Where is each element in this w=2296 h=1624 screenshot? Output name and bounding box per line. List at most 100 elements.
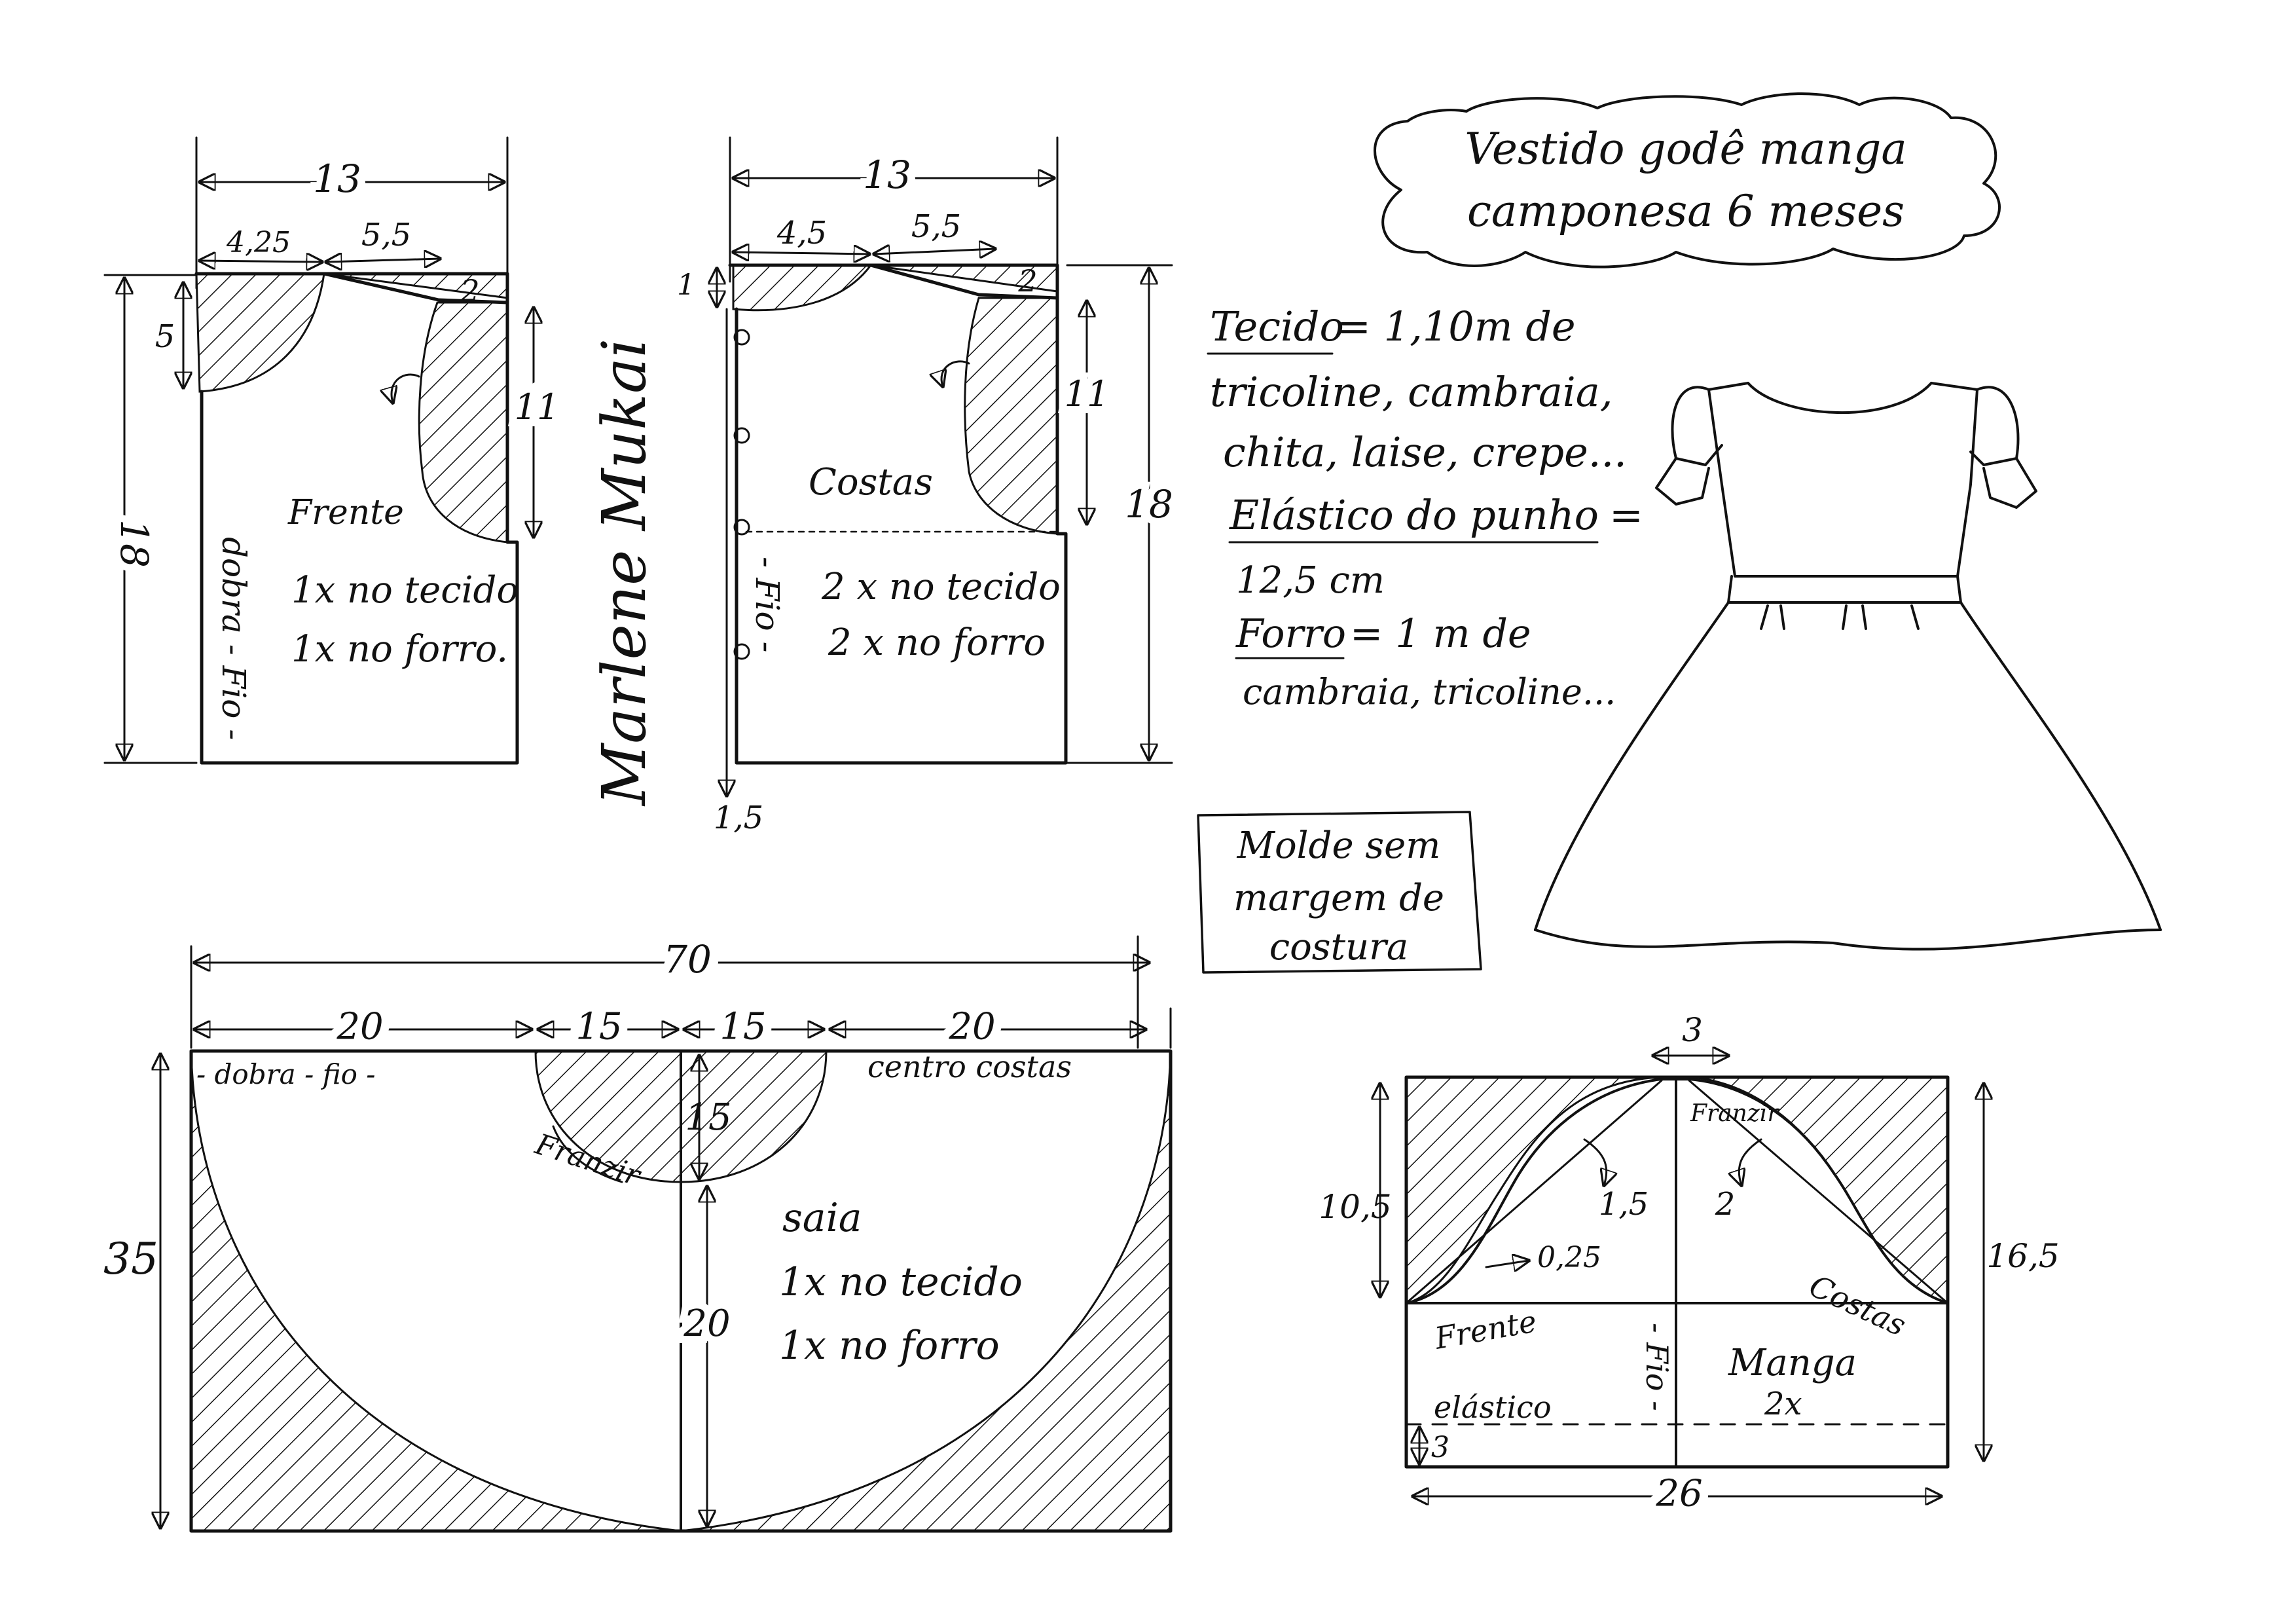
dress-left-cuff bbox=[1655, 457, 1710, 506]
front-shoulder-line bbox=[322, 272, 509, 304]
elastico-label: Elástico do punho bbox=[1229, 491, 1599, 539]
note-box: Molde sem margem de costura bbox=[1197, 811, 1482, 974]
back-name: Costas bbox=[809, 461, 933, 504]
back-armhole-label: 11 bbox=[1065, 373, 1110, 415]
front-armhole-arrow bbox=[392, 373, 420, 403]
front-width-label: 13 bbox=[313, 157, 361, 201]
sleeve-width-label: 26 bbox=[1655, 1473, 1702, 1515]
back-neck-depth-label: 1 bbox=[677, 268, 695, 302]
skirt-name: saia bbox=[782, 1195, 862, 1241]
back-armhole-hatch bbox=[964, 297, 1059, 535]
sleeve-front-label: Frente bbox=[1432, 1303, 1539, 1356]
back-shoulder-w-dim bbox=[874, 249, 995, 254]
back-extension-label: 1,5 bbox=[714, 800, 763, 836]
sleeve-grain: - Fio - bbox=[1639, 1323, 1675, 1411]
front-height-label: 18 bbox=[112, 519, 156, 568]
back-width-guides bbox=[729, 136, 1059, 283]
button-mark bbox=[733, 643, 750, 660]
skirt-fold-label: - dobra - fio - bbox=[196, 1058, 375, 1090]
dress-gathers bbox=[1760, 604, 1920, 630]
elastico-eq: = bbox=[1609, 491, 1643, 539]
skirt-right-hatch bbox=[680, 1050, 1172, 1532]
sleeve-front-low-arrow bbox=[1485, 1261, 1529, 1267]
sleeve-pattern: 3 10,5 16,5 26 26 3 Franzir 1,5 2 0,25 F… bbox=[1319, 1011, 2059, 1524]
sleeve-left-hatch bbox=[1405, 1076, 1662, 1304]
cloud-outline bbox=[1374, 92, 2001, 268]
materials-list: Tecido = 1,10m de tricoline, cambraia, c… bbox=[1207, 303, 1643, 712]
back-height-guides bbox=[1066, 264, 1173, 764]
skirt-waist-l-knock: 15 bbox=[575, 1006, 622, 1048]
skirt-total-w-label: 70 bbox=[663, 937, 712, 982]
front-width-guides bbox=[195, 136, 509, 289]
front-width-knock: 13 bbox=[313, 157, 361, 202]
tecido-line3: chita, laise, crepe... bbox=[1223, 428, 1627, 476]
back-cut2: 2 x no forro bbox=[828, 621, 1046, 664]
back-armhole-knock: 11 bbox=[1065, 373, 1110, 415]
skirt-left-hatch bbox=[190, 1050, 682, 1532]
note-line2: margem de bbox=[1233, 877, 1444, 919]
sleeve-cap-h-label: 10,5 bbox=[1319, 1188, 1391, 1226]
sleeve-name: Manga bbox=[1728, 1342, 1857, 1384]
tecido-line2: tricoline, cambraia, bbox=[1210, 368, 1613, 416]
skirt-height-label: 35 bbox=[103, 1234, 158, 1284]
signature: Marlene Mukai bbox=[589, 339, 659, 807]
dress-bodice bbox=[1707, 382, 1978, 578]
front-height-guides bbox=[103, 274, 198, 764]
sleeve-side-h-label: 16,5 bbox=[1986, 1237, 2059, 1275]
dress-right-cuff bbox=[1982, 457, 2037, 509]
back-neck-w-label: 4,5 bbox=[776, 215, 827, 251]
front-neck-depth-label: 5 bbox=[155, 318, 175, 355]
front-shoulder-w-dim bbox=[326, 259, 440, 262]
skirt-pattern: 70 70 20 20 15 15 15 15 20 20 35 15 20 2… bbox=[103, 929, 1173, 1533]
signature-text: Marlene Mukai bbox=[589, 339, 659, 807]
front-armhole-knock: 11 bbox=[515, 386, 560, 428]
dress-waistband bbox=[1727, 575, 1962, 604]
front-grain: dobra - Fio - bbox=[215, 537, 253, 740]
dress-hem bbox=[1534, 929, 2162, 951]
tecido-label: Tecido bbox=[1210, 303, 1344, 350]
title-line1: Vestido godê manga bbox=[1465, 124, 1906, 174]
skirt-cut2: 1x no forro bbox=[779, 1323, 1000, 1369]
sleeve-front-curve-arrow bbox=[1583, 1138, 1607, 1185]
back-armhole-arrow bbox=[941, 360, 970, 386]
sleeve-front-curve-label: 1,5 bbox=[1599, 1186, 1649, 1223]
back-neck-w-dim bbox=[733, 252, 869, 254]
front-cut1: 1x no tecido bbox=[291, 569, 519, 612]
back-width-label: 13 bbox=[863, 153, 911, 197]
back-height-label: 18 bbox=[1125, 482, 1173, 526]
title-line2: camponesa 6 meses bbox=[1467, 186, 1904, 236]
front-neck-w-label: 4,25 bbox=[226, 226, 291, 259]
skirt-waist-r-knock: 15 bbox=[720, 1006, 766, 1048]
skirt-total-w-knock: 70 bbox=[663, 938, 712, 982]
forro-line2: cambraia, tricoline... bbox=[1243, 671, 1616, 712]
skirt-length-knock: 20 bbox=[683, 1302, 730, 1345]
note-line3: costura bbox=[1269, 926, 1409, 969]
sleeve-width-knock: 26 bbox=[1655, 1473, 1702, 1515]
skirt-left-w-label: 20 bbox=[336, 1006, 383, 1048]
skirt-center-label: centro costas bbox=[867, 1049, 1072, 1084]
skirt-waist-l-label: 15 bbox=[575, 1006, 622, 1048]
back-neck-hatch bbox=[732, 264, 873, 312]
sleeve-back-label: Costas bbox=[1804, 1268, 1911, 1343]
front-armhole-hatch bbox=[418, 301, 509, 544]
sleeve-back-curve-label: 2 bbox=[1715, 1186, 1736, 1223]
back-bodice-pattern: 13 13 4,5 5,5 1 2 11 11 18 18 1,5 Costas… bbox=[677, 136, 1180, 836]
sleeve-elastic-label: elástico bbox=[1434, 1390, 1552, 1425]
front-neck-hatch bbox=[195, 272, 325, 393]
button-mark bbox=[733, 329, 750, 346]
dress-neckline bbox=[1747, 382, 1933, 415]
dress-skirt-left bbox=[1534, 601, 1730, 931]
tecido-value: = 1,10m de bbox=[1337, 303, 1576, 350]
back-width-knock: 13 bbox=[863, 153, 911, 198]
skirt-right-w-label: 20 bbox=[948, 1006, 995, 1048]
front-shoulder-drop-label: 2 bbox=[460, 273, 479, 308]
elastico-value: 12,5 cm bbox=[1236, 559, 1385, 602]
back-shoulder-w-label: 5,5 bbox=[911, 208, 961, 245]
sleeve-back-curve-arrow bbox=[1739, 1138, 1762, 1185]
sleeve-count: 2x bbox=[1764, 1386, 1802, 1422]
back-shoulder-drop-label: 2 bbox=[1017, 263, 1037, 299]
back-height-knock: 18 bbox=[1125, 482, 1173, 526]
front-bodice-pattern: 13 13 4,25 5,5 5 2 11 11 18 18 Frente 1x… bbox=[103, 136, 566, 765]
sleeve-gather-label: Franzir bbox=[1690, 1100, 1779, 1127]
